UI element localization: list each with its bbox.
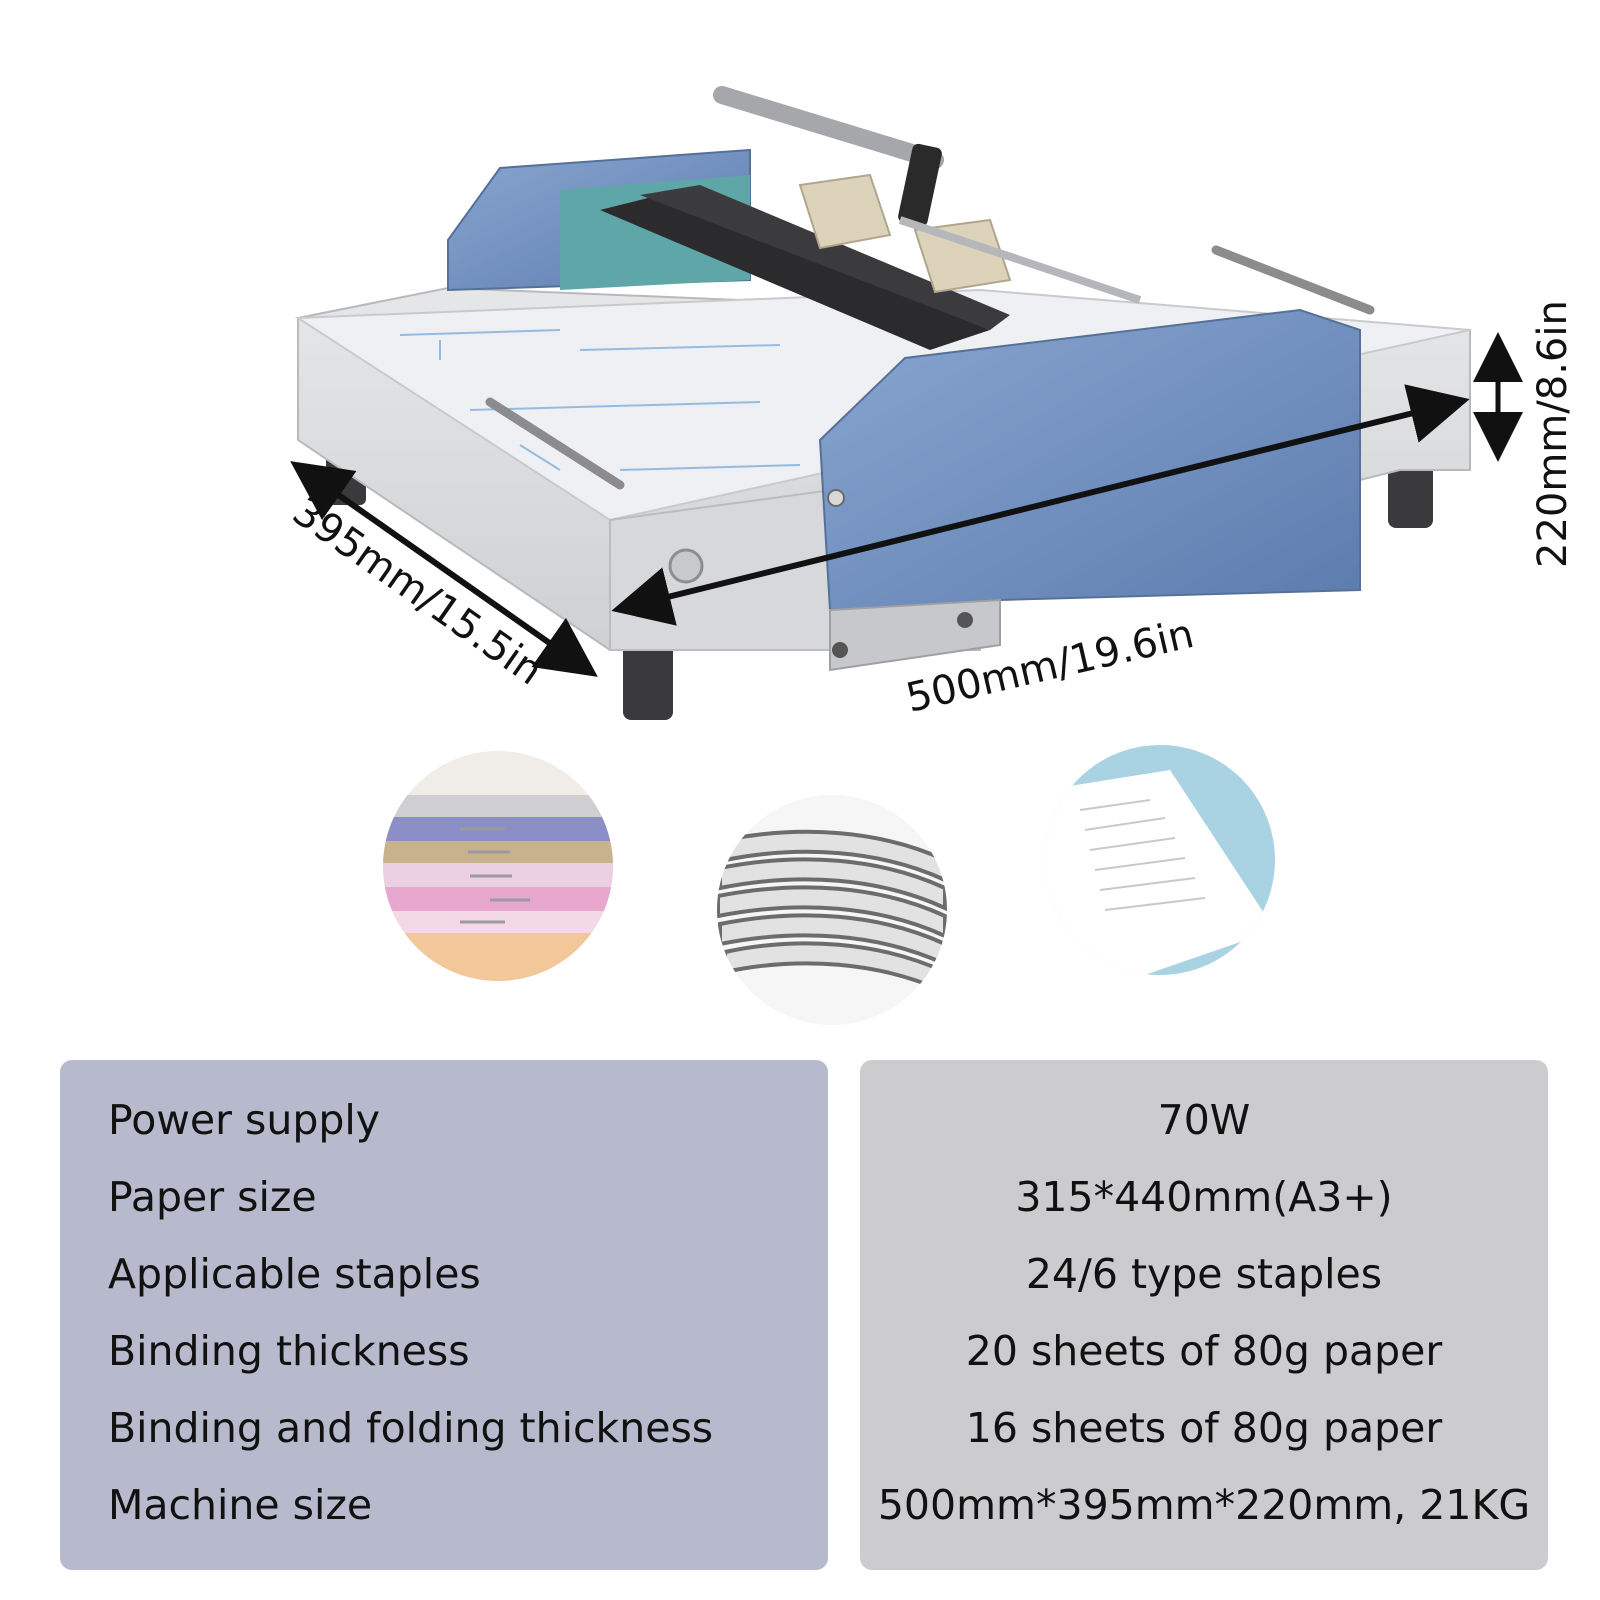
- height-label: 220mm/8.6in: [1530, 300, 1576, 568]
- spec-value-paper-size: 315*440mm(A3+): [1015, 1173, 1393, 1221]
- spec-label-applicable-staples: Applicable staples: [108, 1250, 481, 1298]
- product-figure: 395mm/15.5in 500mm/19.6in 220mm/8.6in: [284, 86, 1576, 1025]
- spec-label-machine-size: Machine size: [108, 1481, 373, 1529]
- folded-paper-photo: [717, 795, 947, 1025]
- depth-arrow: [290, 461, 598, 677]
- spec-value-power-supply: 70W: [1157, 1096, 1251, 1144]
- spec-value-binding-folding-thickness: 16 sheets of 80g paper: [965, 1404, 1443, 1452]
- spec-label-power-supply: Power supply: [108, 1096, 381, 1144]
- spec-label-binding-thickness: Binding thickness: [108, 1327, 470, 1375]
- spec-value-machine-size: 500mm*395mm*220mm, 21KG: [877, 1481, 1531, 1529]
- spec-labels-panel: Power supply Paper size Applicable stapl…: [60, 1060, 828, 1570]
- spec-label-binding-folding-thickness: Binding and folding thickness: [108, 1404, 714, 1452]
- spec-value-binding-thickness: 20 sheets of 80g paper: [965, 1327, 1443, 1375]
- power-button-icon: [668, 548, 704, 584]
- spec-values-panel: 70W 315*440mm(A3+) 24/6 type staples 20 …: [860, 1060, 1548, 1570]
- spec-value-applicable-staples: 24/6 type staples: [1025, 1250, 1383, 1298]
- booklet-page-photo: [1045, 745, 1275, 975]
- width-arrow: [611, 384, 1470, 626]
- spec-label-paper-size: Paper size: [108, 1173, 317, 1221]
- stapled-booklets-photo: [383, 751, 613, 981]
